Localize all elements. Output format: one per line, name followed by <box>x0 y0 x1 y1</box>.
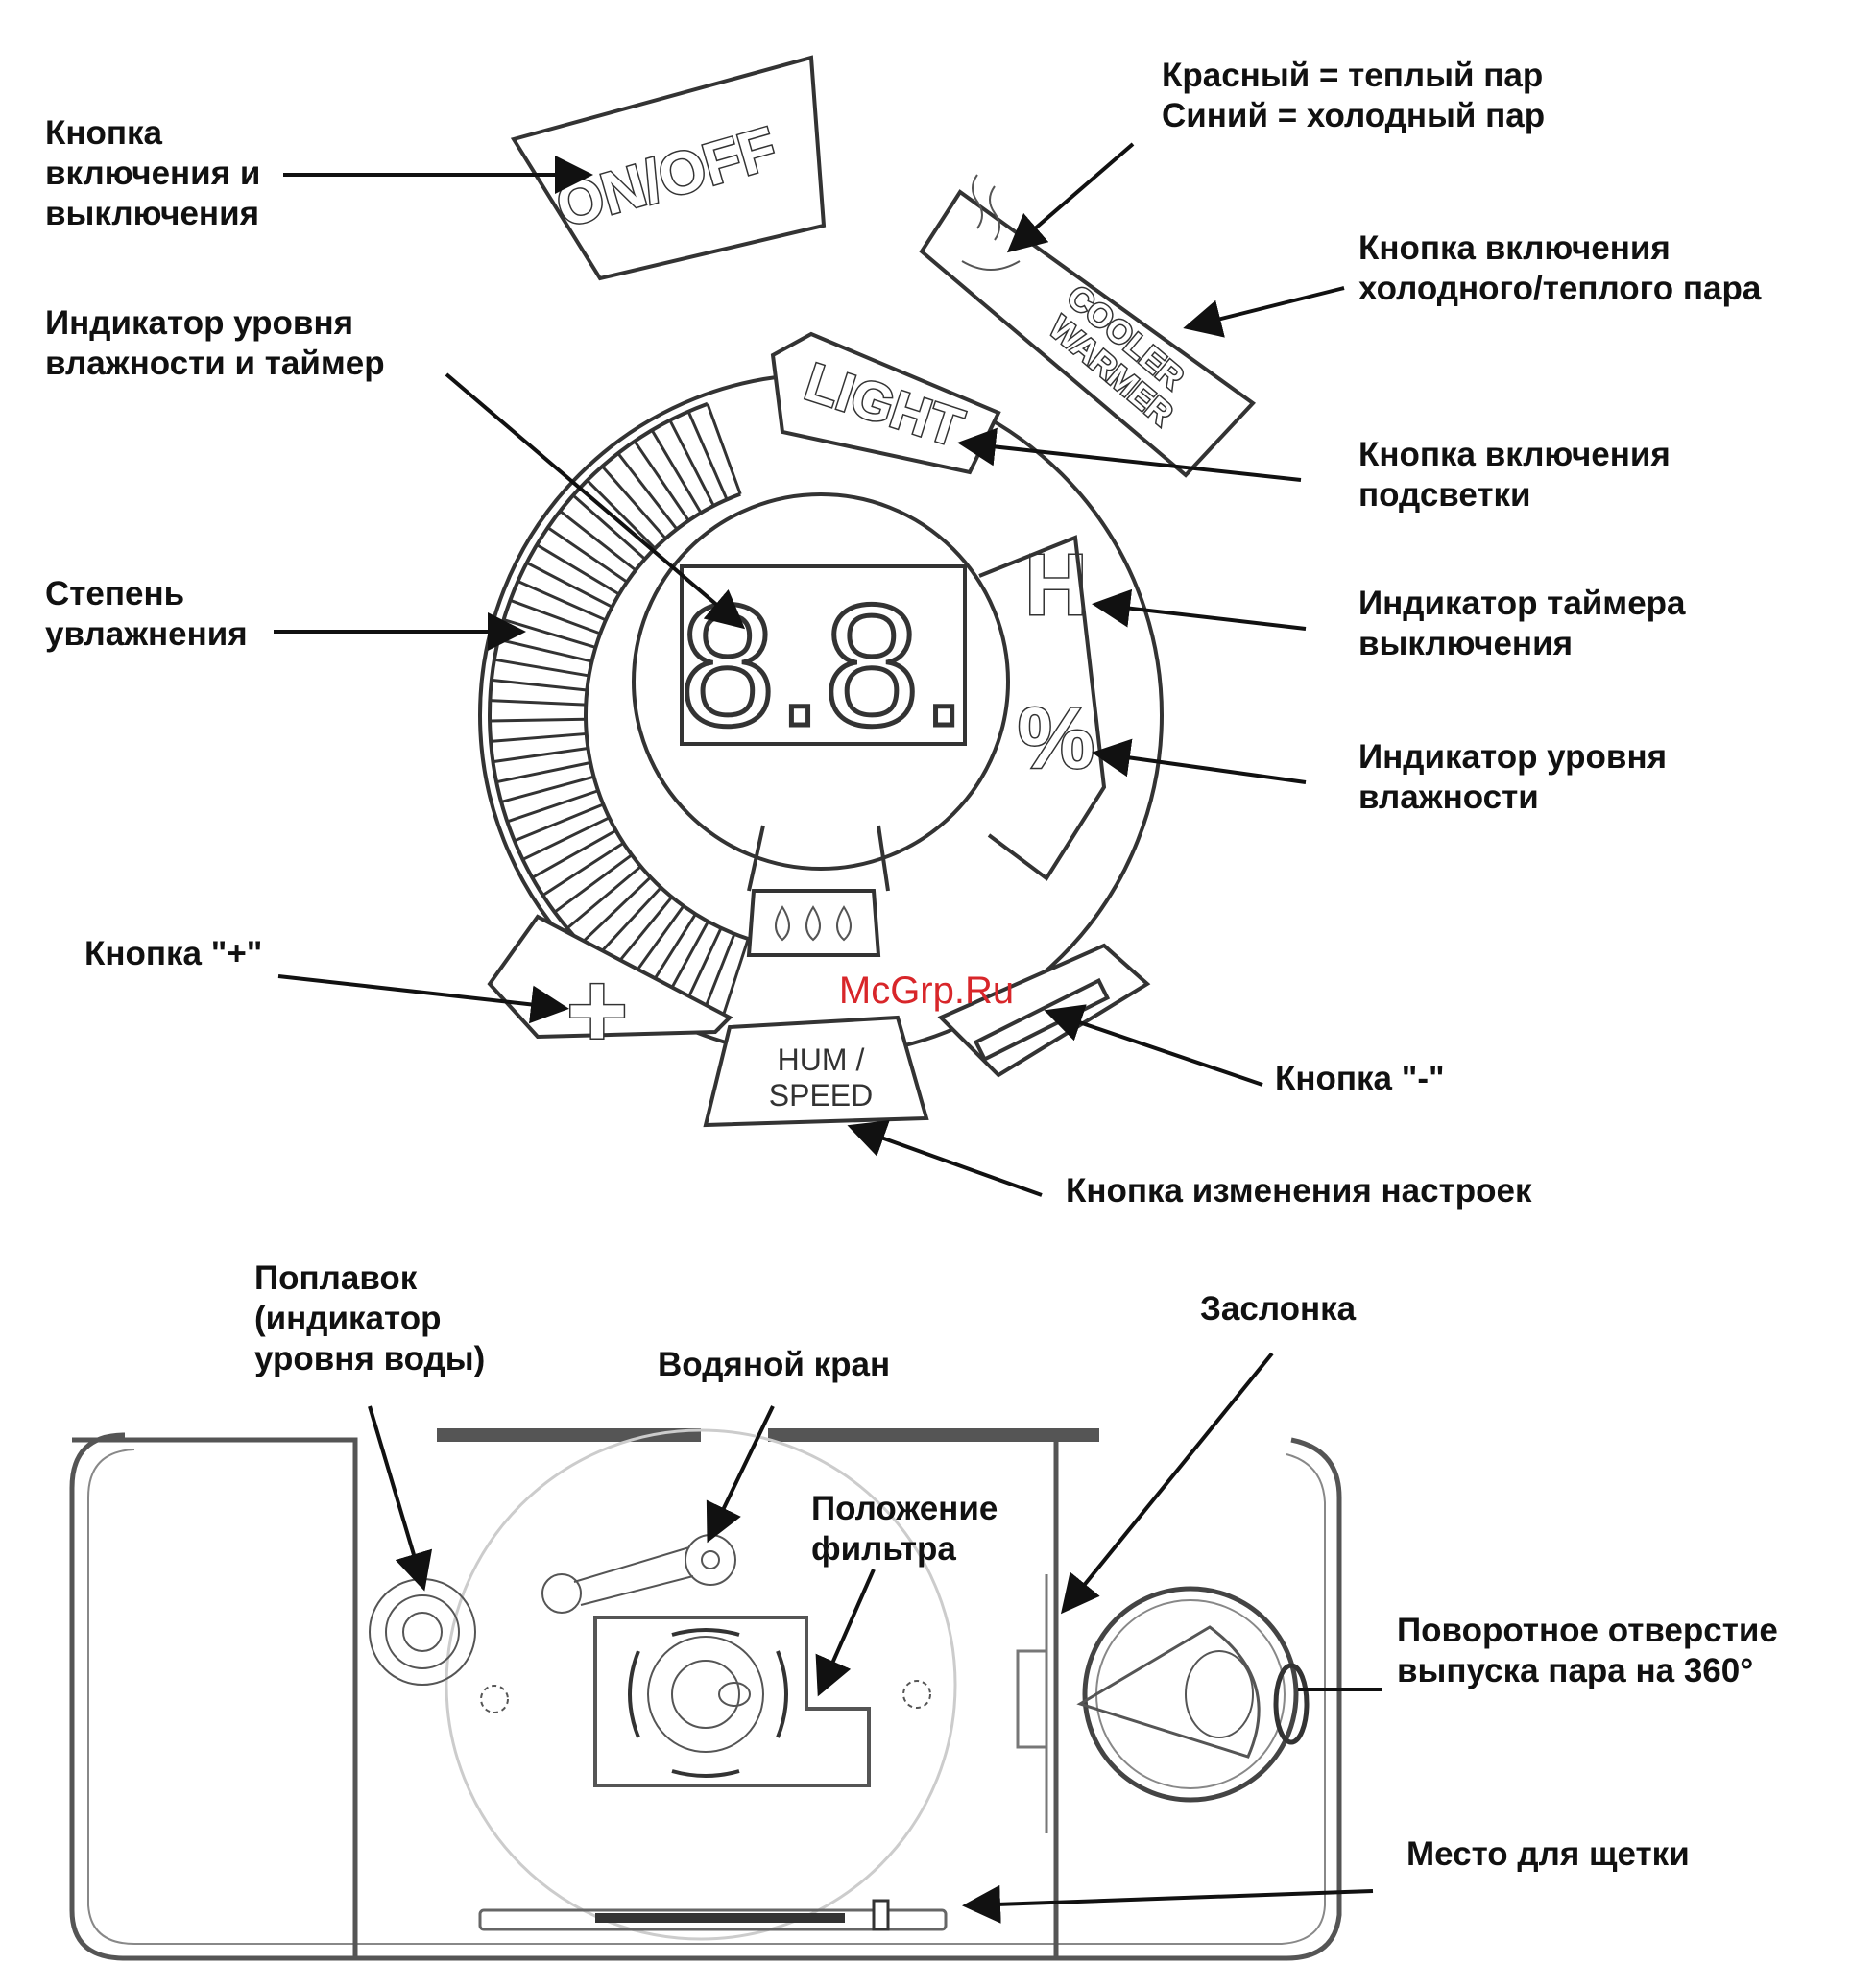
drops-icon <box>746 889 881 957</box>
brush-slot <box>478 1899 948 1931</box>
humidity-segment <box>616 452 679 531</box>
humidity-segment <box>490 699 587 707</box>
base-outer-shell <box>69 1432 1342 1961</box>
steam-nozzle <box>1076 1586 1310 1803</box>
label-float: Поплавок (индикатор уровня воды) <box>254 1259 485 1377</box>
steam-icon <box>961 174 1021 271</box>
humidity-segment <box>541 841 625 897</box>
filter-housing <box>593 1616 871 1787</box>
label-humidity-level: Индикатор уровня влажности <box>1358 738 1676 816</box>
humidity-segment <box>553 853 633 914</box>
humidity-segment <box>601 465 667 539</box>
hum-label: HUM / <box>778 1042 865 1077</box>
digital-display: 8.8. <box>677 564 971 765</box>
humidity-segment <box>586 479 657 550</box>
label-brush: Место для щетки <box>1406 1835 1690 1873</box>
humidity-segment <box>506 789 599 824</box>
float-indicator <box>369 1578 476 1686</box>
label-off-timer: Индикатор таймера выключения <box>1358 585 1695 662</box>
label-shutter: Заслонка <box>1200 1290 1357 1328</box>
label-backlight: Кнопка включения подсветки <box>1358 436 1680 514</box>
label-minus: Кнопка "-" <box>1275 1060 1445 1097</box>
label-degree: Степень увлажнения <box>45 575 248 653</box>
display-digits: 8.8. <box>680 569 968 762</box>
humidity-segment <box>493 658 589 678</box>
label-tap: Водяной кран <box>658 1346 890 1383</box>
humidity-segment <box>490 717 587 723</box>
label-onoff: Кнопка включения и выключения <box>45 114 270 232</box>
tank-outline <box>445 1428 957 1941</box>
label-nozzle: Поворотное отверстие выпуска пара на 360… <box>1397 1612 1788 1689</box>
label-humidity-timer: Индикатор уровня влажности и таймер <box>45 304 385 382</box>
top-rail-right <box>768 1428 1099 1442</box>
label-filter: Положение фильтра <box>811 1490 1007 1568</box>
humidity-segment <box>686 411 729 501</box>
humidity-segment <box>495 761 591 784</box>
humidity-segment <box>509 598 601 635</box>
panel-right-frame <box>978 535 1107 881</box>
label-settings: Кнопка изменения настроек <box>1066 1172 1532 1210</box>
humidity-segment <box>500 775 594 803</box>
humidity-segment <box>668 419 715 507</box>
plus-symbol: + <box>566 951 628 1069</box>
humidity-segment <box>594 886 662 959</box>
plus-button[interactable]: + <box>487 914 733 1071</box>
humidity-segment <box>531 828 617 879</box>
humidity-segment <box>514 802 604 843</box>
label-red-blue: Красный = теплый пар Синий = холодный па… <box>1162 57 1552 134</box>
screw-hole-right <box>902 1680 931 1709</box>
speed-label: SPEED <box>769 1078 873 1113</box>
label-plus: Кнопка "+" <box>84 935 262 972</box>
humidity-segment <box>572 493 646 561</box>
screw-hole-left <box>480 1685 509 1713</box>
humidity-segment <box>633 440 690 522</box>
top-rail-left <box>437 1428 701 1442</box>
humidity-segment <box>546 526 628 584</box>
panel-inner-ring <box>632 492 1010 871</box>
humidity-segment <box>517 580 607 622</box>
humidity-segment <box>580 875 652 946</box>
humidity-segment <box>565 865 642 930</box>
humidity-segment <box>526 561 613 609</box>
humidity-segment <box>521 816 611 861</box>
water-tap <box>541 1534 736 1614</box>
leader-arrows <box>274 142 1382 1924</box>
label-cold-warm: Кнопка включения холодного/теплого пара <box>1358 229 1762 307</box>
humidity-segment <box>706 403 742 495</box>
humidity-segment <box>650 429 703 514</box>
humidity-band-edge <box>584 491 749 941</box>
base-unit-drawing <box>69 1428 1342 1961</box>
percent-humidity-indicator: % <box>1018 691 1094 787</box>
humidity-segment <box>559 510 637 572</box>
humidity-segment <box>493 747 589 764</box>
control-panel-drawing: ON/OFF LIGHT COOLER WARMER 8.8. H % <box>478 55 1257 1128</box>
callout-labels: Кнопка включения и выключения Индикатор … <box>45 57 1788 1873</box>
onoff-button[interactable]: ON/OFF <box>510 55 827 281</box>
humidity-segment <box>491 678 588 692</box>
hum-speed-button[interactable]: HUM / SPEED <box>703 1015 929 1128</box>
humidity-segment <box>536 543 620 596</box>
humidity-segment <box>490 731 587 743</box>
panel-divider-lines <box>747 825 890 892</box>
watermark: McGrp.Ru <box>839 970 1014 1012</box>
light-button[interactable]: LIGHT <box>770 331 1001 475</box>
